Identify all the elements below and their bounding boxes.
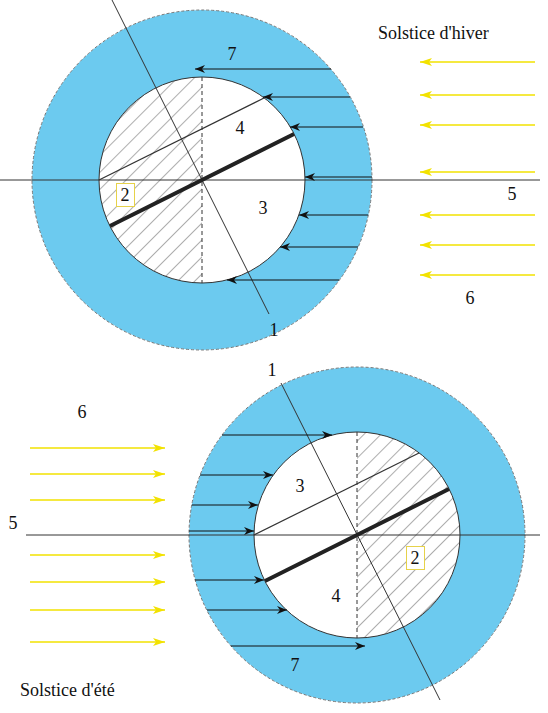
callout-number: 3 [296, 477, 305, 495]
season-title: Solstice d'été [20, 681, 115, 699]
boxed-label: 2 [406, 546, 425, 570]
callout-number: 5 [9, 514, 18, 532]
callout-number: 5 [508, 185, 517, 203]
earth-summer [26, 367, 540, 703]
callout-number: 3 [259, 199, 268, 217]
callout-number: 4 [332, 587, 341, 605]
callout-number: 6 [466, 289, 475, 307]
callout-number: 2 [411, 549, 420, 567]
callout-number: 7 [291, 656, 300, 674]
callout-number: 1 [270, 321, 279, 339]
season-title: Solstice d'hiver [378, 24, 489, 42]
earth-winter [0, 0, 540, 350]
callout-number: 7 [228, 45, 237, 63]
callout-number: 1 [268, 361, 277, 379]
boxed-label: 2 [116, 183, 135, 207]
callout-number: 4 [236, 119, 245, 137]
callout-number: 2 [121, 186, 130, 204]
callout-number: 6 [78, 403, 87, 421]
